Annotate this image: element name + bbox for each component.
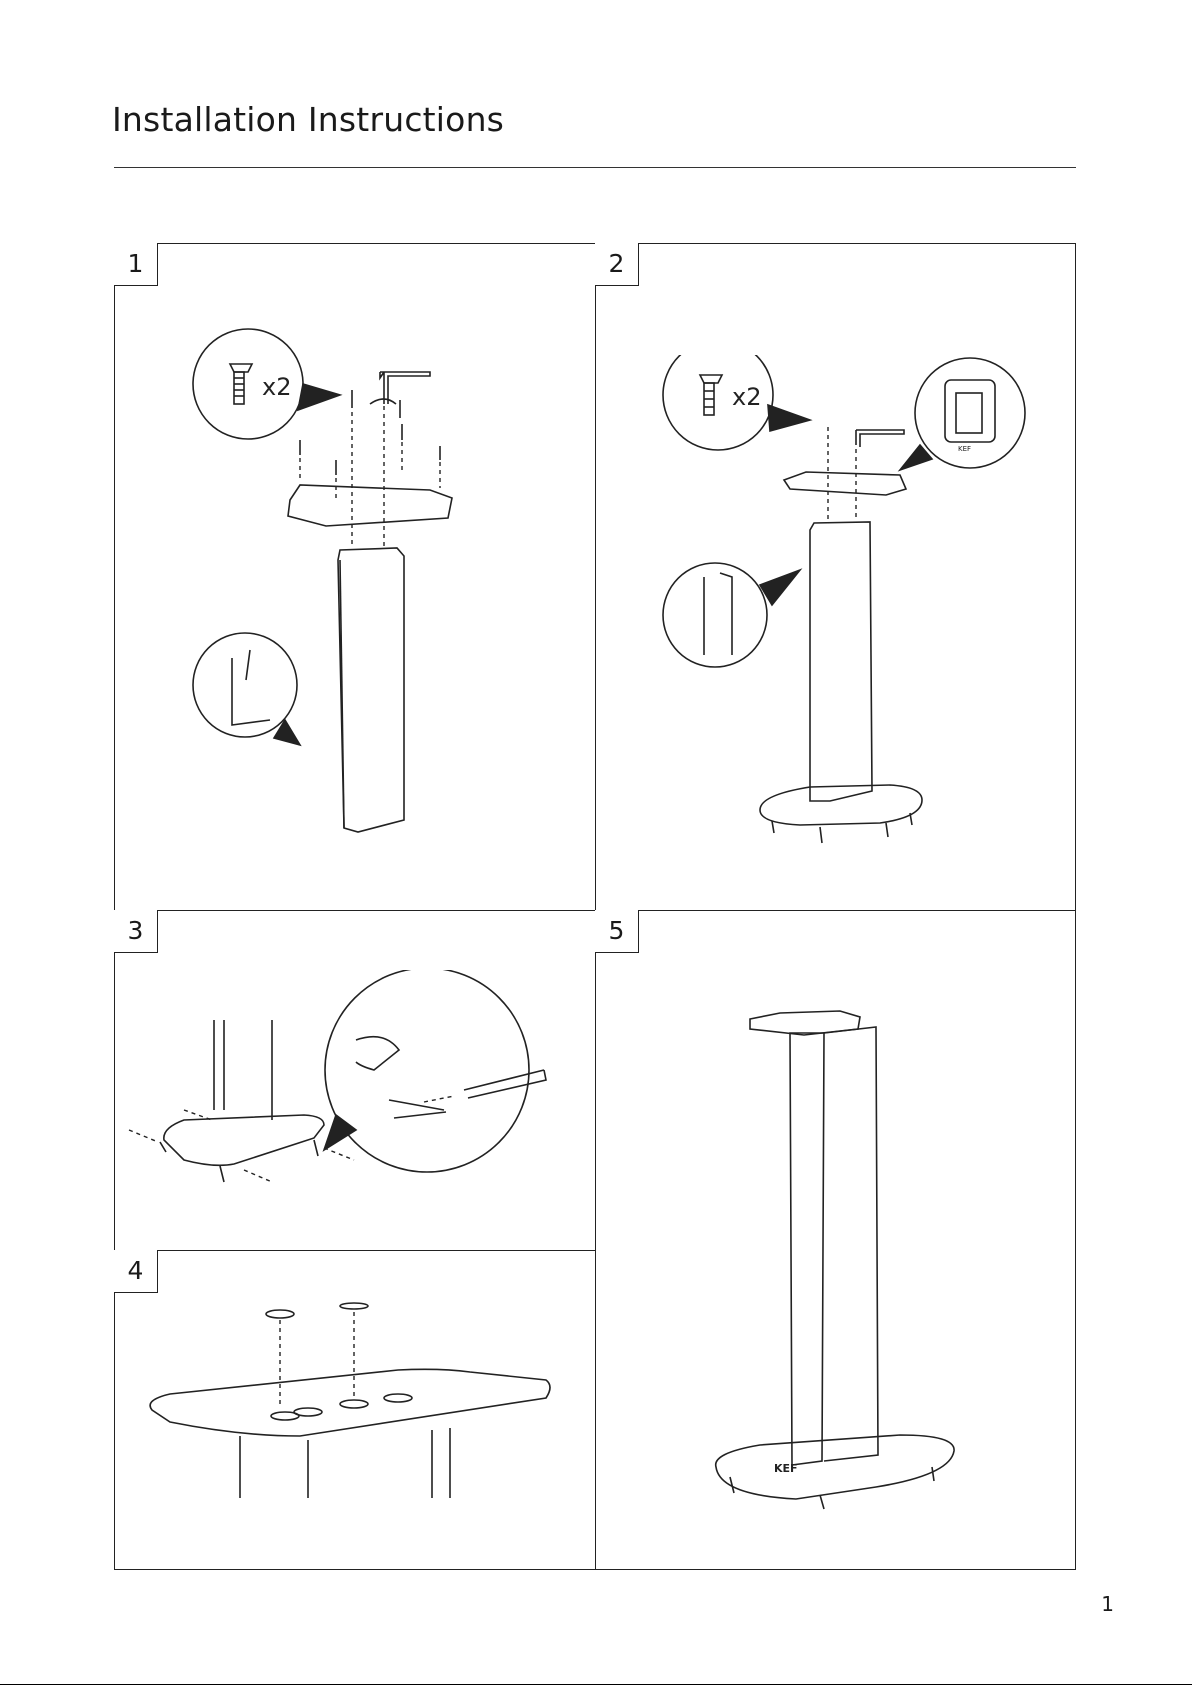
kef-logo-base: KEF: [774, 1462, 798, 1475]
step-2-number: 2: [595, 243, 639, 286]
title-divider: [114, 167, 1076, 168]
step-2-illustration: x2 KEF: [660, 355, 1040, 855]
step-3-number: 3: [114, 910, 158, 953]
kef-logo: KEF: [958, 445, 971, 453]
step-5-number: 5: [595, 910, 639, 953]
step-1-qty-label: x2: [262, 373, 291, 401]
step-5-illustration: KEF: [700, 1005, 970, 1515]
step-4-number: 4: [114, 1250, 158, 1293]
step-1-illustration: x2: [190, 320, 490, 840]
step-4-illustration: [140, 1290, 560, 1510]
page-title: Installation Instructions: [112, 100, 504, 139]
grid-horizontal-divider-left: [114, 1250, 595, 1251]
step-2-qty-label: x2: [732, 383, 761, 411]
step-1-number: 1: [114, 243, 158, 286]
page-number: 1: [1101, 1592, 1114, 1616]
step-3-illustration: [124, 970, 564, 1200]
grid-vertical-divider: [595, 243, 596, 1570]
